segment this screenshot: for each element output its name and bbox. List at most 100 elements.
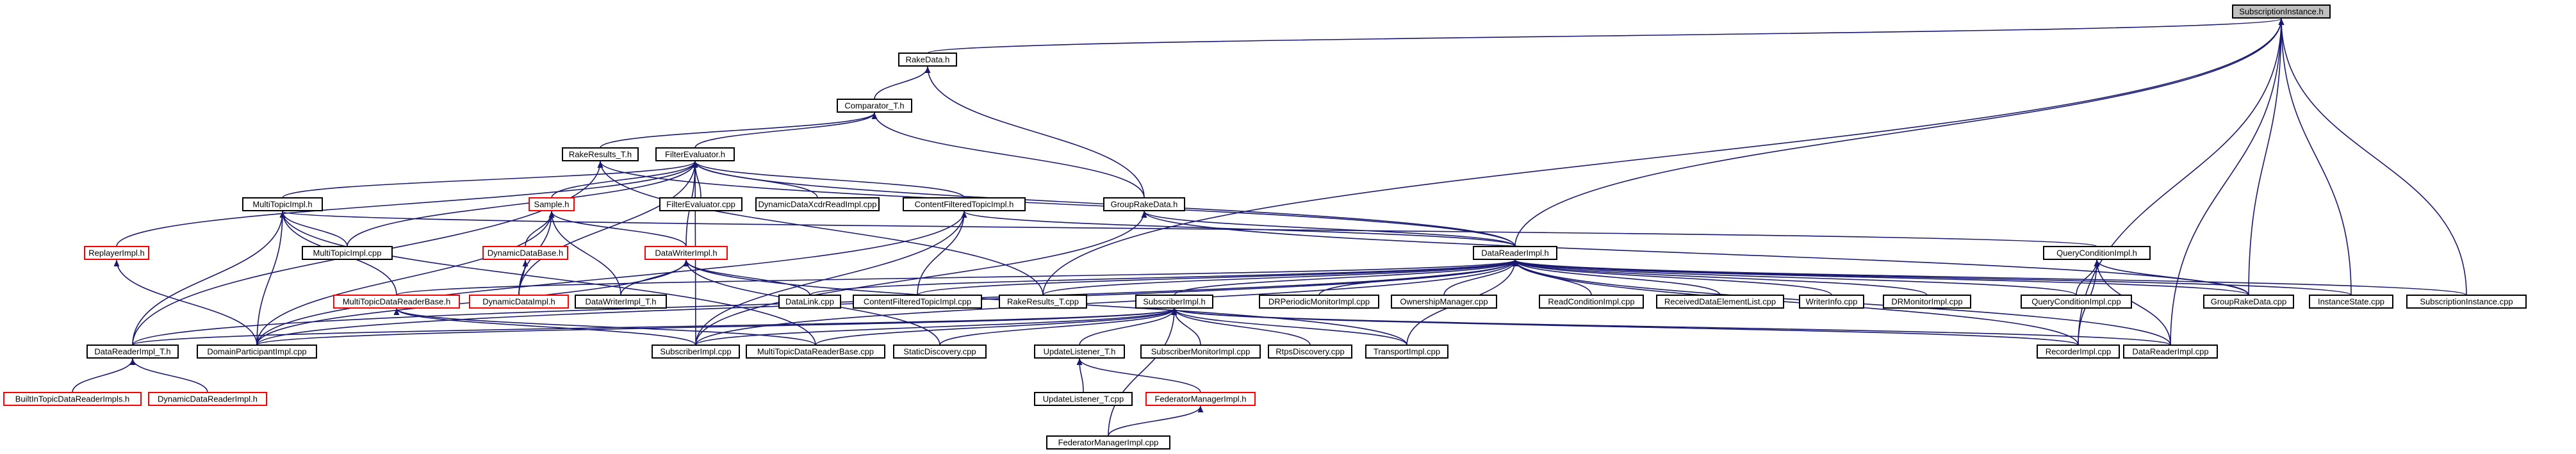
edge-line: [692, 161, 965, 199]
node-querycondimpl-h[interactable]: QueryConditionImpl.h: [2043, 246, 2151, 260]
edge-cftopicimpl-cpp-to-cftopicimpl-h: [917, 211, 967, 296]
node-label: FilterEvaluator.h: [665, 150, 725, 159]
node-multitopicdrbase-cpp[interactable]: MultiTopicDataReaderBase.cpp: [746, 345, 885, 359]
edge-federatormgrimpl-cpp-to-federatormgrimpl-h: [1108, 405, 1204, 437]
node-domainpartimpl-cpp[interactable]: DomainParticipantImpl.cpp: [197, 345, 317, 359]
edge-datareaderimpl-cpp-to-si-h: [2170, 18, 2285, 346]
edge-datareaderimpl-cpp-to-subscriberimpl-h: [1172, 308, 2171, 346]
edge-cftopicimpl-h-to-filterevaluator-h: [692, 161, 965, 199]
node-label: UpdateListener_T.h: [1044, 347, 1116, 357]
edge-datareaderimpl-h-to-si-h: [1514, 18, 2285, 247]
edge-line: [694, 112, 878, 149]
node-comparator-t[interactable]: Comparator_T.h: [837, 99, 912, 113]
node-transportimpl-cpp[interactable]: TransportImpl.cpp: [1365, 345, 1448, 359]
node-sample-h[interactable]: Sample.h: [529, 197, 575, 211]
node-box: [242, 197, 323, 211]
node-updatelistener-tcpp[interactable]: UpdateListener_T.cpp: [1034, 392, 1133, 406]
node-receiveddel-cpp[interactable]: ReceivedDataElementList.cpp: [1656, 295, 1784, 309]
edge-cftopicimpl-cpp-to-datareaderimpl-h: [917, 259, 1518, 296]
edge-rakeresults-tcpp-to-rakeresults-th: [597, 161, 1044, 296]
node-label: Comparator_T.h: [844, 101, 904, 111]
node-updatelistener-th[interactable]: UpdateListener_T.h: [1034, 345, 1125, 359]
node-readcondimpl-cpp[interactable]: ReadConditionImpl.cpp: [1539, 295, 1644, 309]
node-box: [2406, 295, 2527, 309]
node-label: DataReaderImpl_T.h: [94, 347, 170, 357]
edge-builtintopicdr-h-to-datareaderimpl-th: [72, 358, 136, 393]
node-label: DynamicDataImpl.h: [482, 297, 555, 307]
node-datawriterimpl-h[interactable]: DataWriterImpl.h: [644, 246, 728, 260]
node-subscriberimpl-cpp[interactable]: SubscriberImpl.cpp: [652, 345, 740, 359]
node-box: [644, 246, 728, 260]
node-box: [1259, 295, 1379, 309]
node-label: MultiTopicDataReaderBase.h: [343, 297, 450, 307]
node-box: [755, 197, 880, 211]
node-builtintopicdr-h[interactable]: BuiltInTopicDataReaderImpls.h: [3, 392, 142, 406]
node-drmonitorimpl-cpp[interactable]: DRMonitorImpl.cpp: [1883, 295, 1971, 309]
node-ownershipmgr-cpp[interactable]: OwnershipManager.cpp: [1391, 295, 1497, 309]
node-rakeresults-th[interactable]: RakeResults_T.h: [562, 147, 639, 161]
node-label: DataWriterImpl.h: [655, 248, 717, 258]
node-multitopicdrbase-h[interactable]: MultiTopicDataReaderBase.h: [333, 295, 460, 309]
node-dyndatareaderimpl-h[interactable]: DynamicDataReaderImpl.h: [148, 392, 267, 406]
node-datareaderimpl-h[interactable]: DataReaderImpl.h: [1473, 246, 1557, 260]
edge-recorderimpl-cpp-to-datareaderimpl-h: [1512, 259, 2079, 346]
node-multitopicimpl-h[interactable]: MultiTopicImpl.h: [242, 197, 323, 211]
node-replayerimpl-h[interactable]: ReplayerImpl.h: [84, 246, 149, 260]
node-filterevaluator-h[interactable]: FilterEvaluator.h: [655, 147, 735, 161]
node-rtpsdiscovery-cpp[interactable]: RtpsDiscovery.cpp: [1268, 345, 1352, 359]
node-dyndataxcdr-cpp[interactable]: DynamicDataXcdrReadImpl.cpp: [755, 197, 880, 211]
node-datalink-cpp[interactable]: DataLink.cpp: [778, 295, 841, 309]
edge-line: [525, 211, 555, 247]
edge-multitopicdrbase-cpp-to-multitopicdrbase-h: [393, 308, 816, 346]
node-writerinfo-cpp[interactable]: WriterInfo.cpp: [1799, 295, 1864, 309]
node-recorderimpl-cpp[interactable]: RecorderImpl.cpp: [2037, 345, 2120, 359]
node-staticdiscovery-cpp[interactable]: StaticDiscovery.cpp: [893, 345, 987, 359]
node-cftopicimpl-cpp[interactable]: ContentFilteredTopicImpl.cpp: [853, 295, 982, 309]
node-datawriterimpl-th[interactable]: DataWriterImpl_T.h: [575, 295, 667, 309]
node-si-h[interactable]: SubscriptionInstance.h: [2232, 4, 2331, 19]
node-label: MultiTopicDataReaderBase.cpp: [757, 347, 874, 357]
edge-line: [548, 211, 687, 247]
edge-line: [874, 66, 931, 100]
node-label: SubscriberImpl.cpp: [660, 347, 731, 357]
edge-domainpartimpl-cpp-to-sample-h: [256, 211, 555, 346]
node-federatormgrimpl-h[interactable]: FederatorManagerImpl.h: [1145, 392, 1256, 406]
node-box: [575, 295, 667, 309]
node-rakedata-h[interactable]: RakeData.h: [898, 53, 957, 67]
node-rakeresults-tcpp[interactable]: RakeResults_T.cpp: [999, 295, 1087, 309]
node-instancestate-cpp[interactable]: InstanceState.cpp: [2309, 295, 2393, 309]
node-label: UpdateListener_T.cpp: [1043, 394, 1124, 404]
edge-line: [917, 259, 1518, 296]
node-label: SubscriberMonitorImpl.cpp: [1151, 347, 1251, 357]
edge-replayerimpl-h-to-filterevaluator-h: [116, 161, 698, 247]
node-drperiodicmon-cpp[interactable]: DRPeriodicMonitorImpl.cpp: [1259, 295, 1379, 309]
edge-line: [1076, 358, 1201, 393]
node-federatormgrimpl-cpp[interactable]: FederatorManagerImpl.cpp: [1046, 435, 1170, 450]
edge-line: [2094, 259, 2171, 346]
edge-line: [2278, 18, 2352, 296]
node-datareaderimpl-cpp[interactable]: DataReaderImpl.cpp: [2123, 345, 2218, 359]
edge-line: [279, 211, 816, 346]
node-grouprakedata-cpp[interactable]: GroupRakeData.cpp: [2203, 295, 2294, 309]
node-subscriptioninst-cpp[interactable]: SubscriptionInstance.cpp: [2406, 295, 2527, 309]
edge-line: [600, 112, 878, 149]
node-datareaderimpl-th[interactable]: DataReaderImpl_T.h: [86, 345, 179, 359]
node-submonitorimpl-cpp[interactable]: SubscriberMonitorImpl.cpp: [1140, 345, 1261, 359]
node-multitopicimpl-cpp[interactable]: MultiTopicImpl.cpp: [302, 246, 393, 260]
node-dyndataimpl-h[interactable]: DynamicDataImpl.h: [469, 295, 569, 309]
node-filterevaluator-cpp[interactable]: FilterEvaluator.cpp: [659, 197, 742, 211]
node-label: GroupRakeData.cpp: [2211, 297, 2287, 307]
edge-line: [393, 308, 816, 346]
node-querycondimpl-cpp[interactable]: QueryConditionImpl.cpp: [2021, 295, 2132, 309]
node-grouprakedata-h[interactable]: GroupRakeData.h: [1103, 197, 1185, 211]
node-box: [898, 53, 957, 67]
node-cftopicimpl-h[interactable]: ContentFilteredTopicImpl.h: [903, 197, 1026, 211]
node-subscriberimpl-h[interactable]: SubscriberImpl.h: [1135, 295, 1213, 309]
edge-grouprakedata-cpp-to-si-h: [2248, 18, 2285, 296]
node-dyndatabase-h[interactable]: DynamicDataBase.h: [482, 246, 568, 260]
node-box: [86, 345, 179, 359]
edge-filterevaluator-h-to-comparator-t: [694, 112, 878, 149]
edge-line: [620, 259, 689, 296]
node-label: SubscriptionInstance.cpp: [2420, 297, 2513, 307]
edge-line: [2278, 18, 2467, 296]
